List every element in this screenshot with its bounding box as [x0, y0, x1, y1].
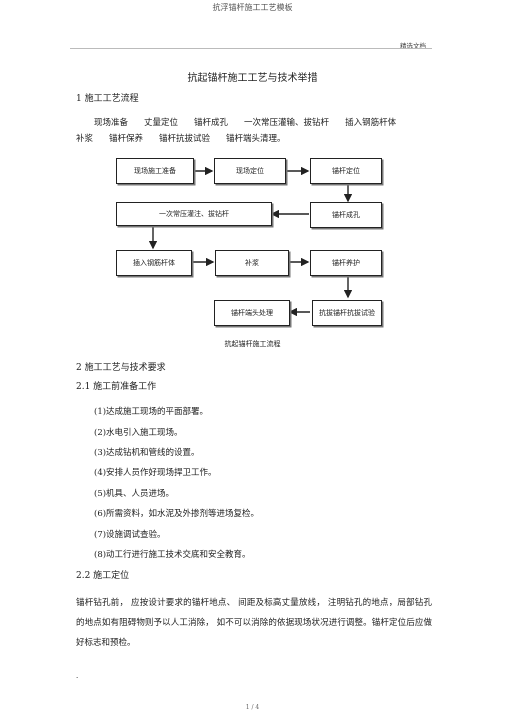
flow-box-drilling: 锚杆成孔: [310, 202, 382, 228]
section-2-2-heading: 2.2 施工定位: [76, 571, 130, 581]
process-step: 丈量定位: [144, 118, 179, 128]
list-item: (1)达成施工现场的平面部署。: [94, 407, 209, 417]
flowchart-arrows: [148, 166, 353, 317]
flow-box-site-prep: 现场施工准备: [116, 158, 194, 184]
flowchart-caption: 抗起锚杆施工流程: [224, 340, 281, 348]
list-item: (8)动工行进行施工技术交底和安全教育。: [94, 550, 251, 560]
header-rule: [70, 48, 432, 49]
process-step: 锚杆成孔: [194, 118, 229, 128]
process-step: 插入钢筋杆体: [345, 118, 397, 128]
flow-box-insert-rebar: 插入钢筋杆体: [116, 250, 192, 276]
page-title: 抗起锚杆施工工艺与技术举措: [187, 73, 318, 84]
list-item: (2)水电引入施工现场。: [94, 428, 183, 438]
process-step: 锚杆保养: [109, 134, 144, 144]
flow-box-supplement-grout: 补浆: [215, 250, 289, 276]
page-number: 1 / 4: [245, 704, 260, 711]
section-2-1-heading: 2.1 施工前准备工作: [76, 382, 157, 392]
process-steps-line-2: 补浆 锚杆保养 锚杆抗拔试验 锚杆端头清理。: [76, 132, 286, 144]
section-2-2-paragraph: 锚杆钻孔前， 应按设计要求的锚杆地点、 间距及标高丈量放线， 注明钻孔的地点，局…: [76, 598, 432, 648]
process-step: 现场准备: [94, 118, 129, 128]
list-item: (6)所需资料，如水泥及外掺剂等进场复检。: [94, 509, 260, 519]
process-flowchart: 现场施工准备 现场定位 锚杆定位 一次常压灌注、拔钻杆 锚杆成孔 插入钢筋杆体 …: [112, 152, 384, 328]
process-step: 锚杆抗拔试验: [159, 134, 211, 144]
list-item: (4)安排人员作好现场捍卫工作。: [94, 468, 217, 478]
process-step: 一次常压灌输、拔钻杆: [244, 118, 330, 128]
list-item: (5)机具、人员进场。: [94, 489, 175, 499]
flow-box-grouting: 一次常压灌注、拔钻杆: [116, 202, 272, 226]
list-item: (3)达成钻机和管线的设置。: [94, 448, 200, 458]
flow-box-end-treatment: 锚杆端头处理: [214, 300, 290, 326]
process-step: 补浆: [76, 134, 94, 144]
footer-dot: .: [76, 672, 79, 680]
flow-box-site-positioning: 现场定位: [214, 158, 286, 184]
document-header-title: 抗浮锚杆施工工艺模板: [212, 3, 293, 12]
flow-box-anchor-positioning: 锚杆定位: [310, 158, 382, 184]
flow-box-curing: 锚杆养护: [310, 250, 382, 276]
section-1-heading: 1 施工工艺流程: [76, 94, 139, 104]
process-step: 锚杆端头清理。: [226, 134, 286, 144]
document-header-label: 精选文档: [400, 42, 426, 50]
section-2-heading: 2 施工工艺与技术要求: [76, 363, 166, 373]
flow-box-pullout-test: 抗拔锚杆抗拔试验: [312, 300, 382, 326]
process-steps-line-1: 现场准备 丈量定位 锚杆成孔 一次常压灌输、拔钻杆 插入钢筋杆体: [94, 116, 396, 128]
list-item: (7)设施调试查验。: [94, 530, 166, 540]
